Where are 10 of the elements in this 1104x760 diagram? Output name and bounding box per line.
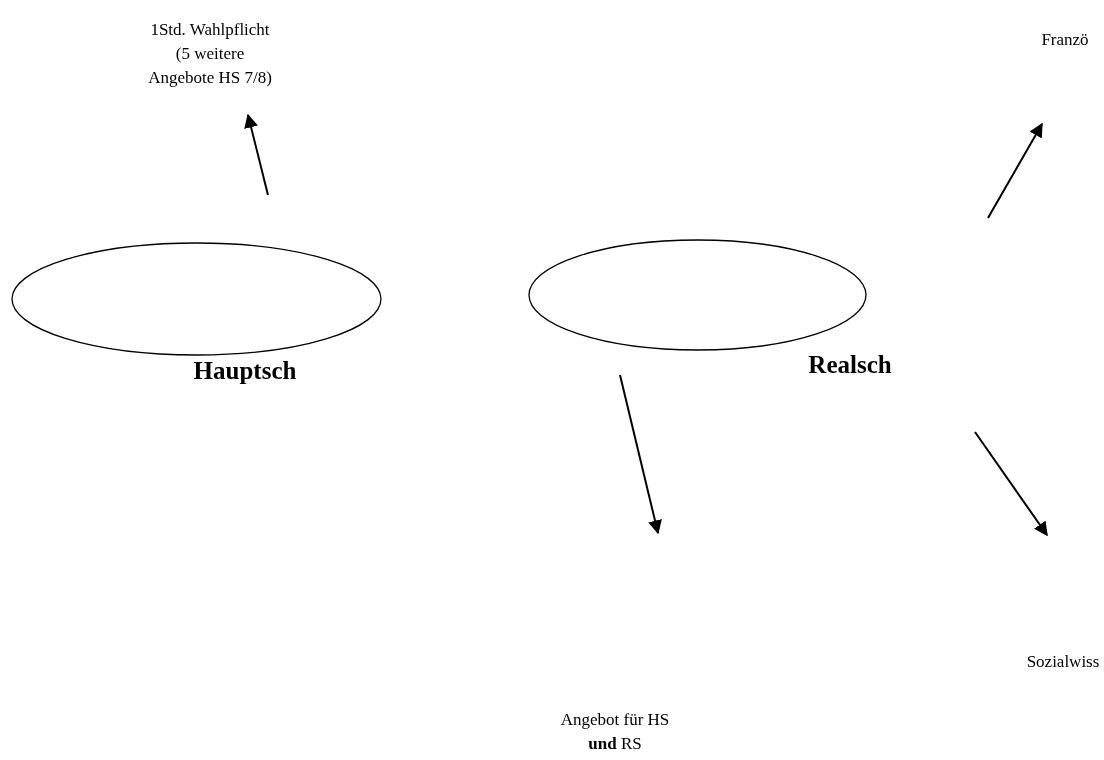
ellipse-shape — [528, 239, 867, 351]
ellipse-shape — [11, 242, 382, 356]
ellipse-label: Realsch — [807, 352, 893, 377]
arrow — [619, 374, 662, 535]
text-label: Angebot für HS und RS — [559, 709, 671, 755]
text-label: Franzö — [1041, 29, 1089, 51]
text-label: Sozialwiss — [1026, 651, 1100, 673]
text-label: 1Std. Wahlpflicht (5 weitere Angebote HS 7/8) — [147, 19, 273, 89]
ellipse-label: Hauptsch — [192, 358, 298, 383]
arrow — [244, 113, 269, 196]
